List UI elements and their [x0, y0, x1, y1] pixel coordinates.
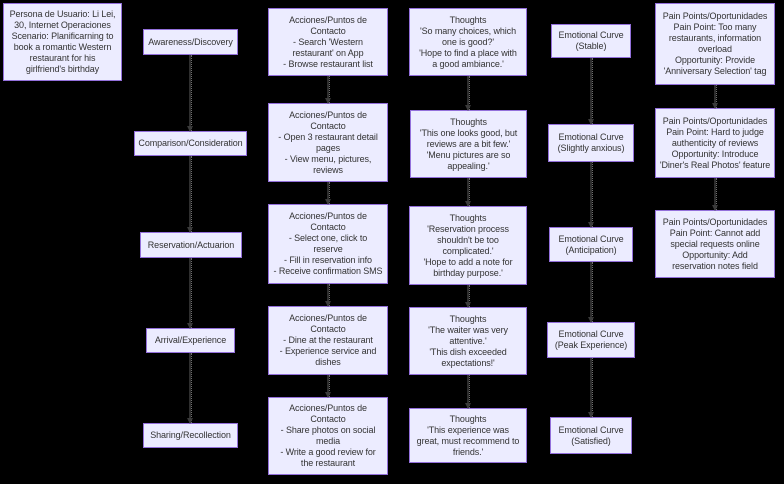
persona-card: Persona de Usuario: Li Lei, 30, Internet…: [3, 3, 122, 81]
stage-arrival-experience: Arrival/Experience: [146, 328, 235, 353]
actions-node-4: Acciones/Puntos de Contacto - Dine at th…: [268, 306, 388, 375]
edge-arrow-emotion-1-2: [588, 58, 594, 125]
edge-arrow-emotion-2-3: [588, 162, 594, 228]
actions-node-1: Acciones/Puntos de Contacto - Search 'We…: [268, 8, 388, 76]
edge-arrow-thoughts-4-5: [465, 375, 471, 409]
edge-arrow-thoughts-3-4: [465, 285, 471, 308]
stage-sharing-recollection: Sharing/Recollection: [143, 423, 238, 448]
stage-comparison-consideration: Comparison/Consideration: [134, 131, 247, 156]
edge-arrow-actions-2-3: [325, 182, 331, 205]
edge-arrow-thoughts-1-2: [465, 76, 471, 111]
pain-points-node-2: Pain Points/Oportunidades Pain Point: Ha…: [655, 108, 775, 178]
edge-arrow-emotion-3-4: [588, 262, 594, 323]
emotion-node-satisfied: Emotional Curve (Satisfied): [550, 417, 632, 454]
stage-awareness-discovery: Awareness/Discovery: [143, 29, 238, 55]
edge-arrow-emotion-4-5: [588, 358, 594, 418]
thoughts-node-2: Thoughts 'This one looks good, but revie…: [410, 110, 527, 178]
pain-points-node-3: Pain Points/Oportunidades Pain Point: Ca…: [655, 210, 775, 278]
thoughts-node-1: Thoughts 'So many choices, which one is …: [409, 8, 527, 76]
edge-arrow-pain-2-3: [712, 178, 718, 211]
edge-arrow-stage-4-5: [187, 353, 193, 424]
thoughts-node-3: Thoughts 'Reservation process shouldn't …: [409, 206, 527, 285]
edge-arrow-stage-1-2: [187, 55, 193, 132]
edge-arrow-pain-1-2: [712, 85, 718, 109]
thoughts-node-4: Thoughts 'The waiter was very attentive.…: [409, 307, 527, 375]
edge-arrow-stage-2-3: [187, 156, 193, 233]
edge-arrow-actions-3-4: [325, 284, 331, 307]
edge-arrow-actions-4-5: [325, 375, 331, 398]
edge-arrow-stage-3-4: [187, 258, 193, 329]
edge-arrow-thoughts-2-3: [465, 178, 471, 207]
thoughts-node-5: Thoughts 'This experience was great, mus…: [409, 408, 527, 463]
emotion-node-anticipation: Emotional Curve (Anticipation): [549, 227, 633, 262]
edge-arrow-actions-1-2: [325, 76, 331, 104]
emotion-node-slightly-anxious: Emotional Curve (Slightly anxious): [548, 124, 634, 162]
pain-points-node-1: Pain Points/Oportunidades Pain Point: To…: [655, 3, 775, 85]
emotion-node-peak-experience: Emotional Curve (Peak Experience): [547, 322, 635, 358]
emotion-node-stable: Emotional Curve (Stable): [551, 24, 631, 58]
actions-node-2: Acciones/Puntos de Contacto - Open 3 res…: [268, 103, 388, 182]
stage-reservation-actuarion: Reservation/Actuarion: [140, 232, 242, 258]
actions-node-5: Acciones/Puntos de Contacto - Share phot…: [268, 397, 388, 475]
actions-node-3: Acciones/Puntos de Contacto - Select one…: [268, 204, 388, 284]
